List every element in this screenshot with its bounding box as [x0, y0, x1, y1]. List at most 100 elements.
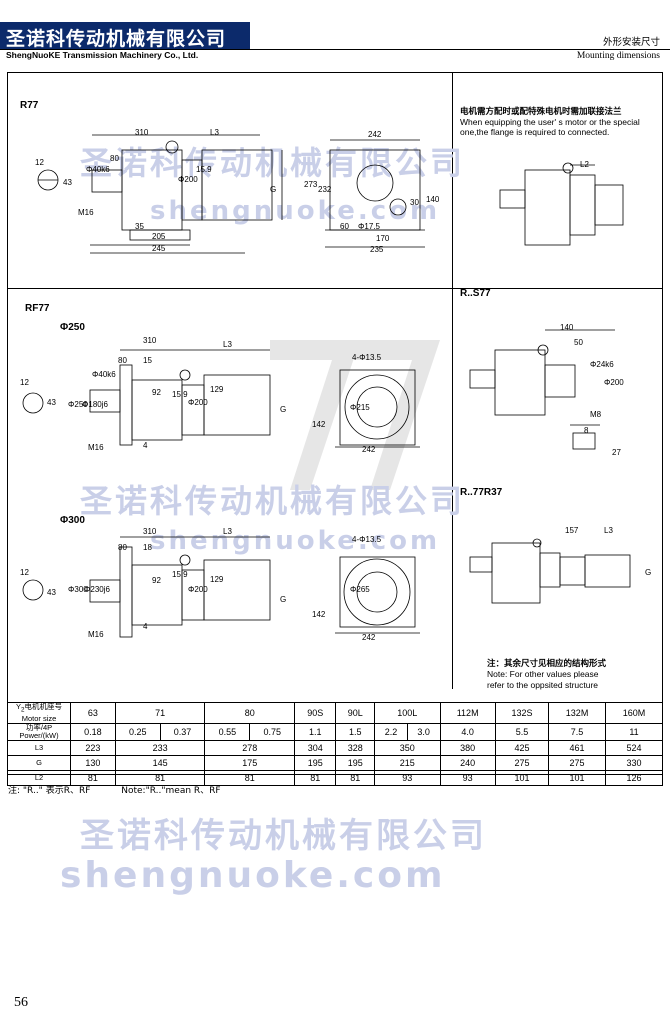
r77-dim-235: 235	[370, 245, 384, 254]
rf77-300-dim-310: 310	[143, 527, 157, 536]
table-cell: 132M	[548, 702, 606, 724]
rf77-300-dim-18: 18	[143, 543, 152, 552]
rf77-250-dim-242: 242	[362, 445, 376, 454]
rf77-250-dim-d250: Φ250	[68, 400, 88, 409]
r77-dim-d17-5: Φ17.5	[358, 222, 380, 231]
table-cell: 130	[70, 754, 116, 771]
r77-dim-m16: M16	[78, 208, 94, 217]
table-cell: 1.1	[294, 722, 337, 741]
watermark-url-1: shengnuoke.com	[150, 196, 441, 226]
table-cell: 275	[548, 754, 606, 771]
table-cell: 0.37	[159, 722, 206, 741]
r77-label: R77	[20, 100, 39, 111]
rf77-300-dim-d230j6: Φ230j6	[84, 585, 110, 594]
table-cell: 3.0	[406, 722, 441, 741]
r77-dim-g: G	[270, 185, 277, 194]
company-name-cn: 圣诺科传动机械有限公司	[6, 28, 227, 50]
footnote: 注: "R.." 表示R、RF Note:"R.."mean R、RF	[8, 783, 221, 796]
table-cell: 80	[204, 702, 296, 724]
section-title-en: Mounting dimensions	[576, 51, 660, 61]
r77r37-label: R..77R37	[460, 487, 503, 498]
rf77-300-dim-l3: L3	[223, 527, 232, 536]
rf77-label: RF77	[25, 303, 50, 314]
rs77-dim-27: 27	[612, 448, 621, 457]
rf77-250-dim-4: 4	[143, 441, 148, 450]
rf77-250-side-drawing	[22, 349, 271, 446]
r77r37-drawing	[469, 538, 631, 604]
rf77-250-dim-15: 15	[143, 356, 152, 365]
table-cell: 0.18	[70, 722, 116, 741]
frame-divider-horizontal-right	[452, 288, 663, 289]
header-band	[0, 22, 250, 50]
rf77-300-dim-92: 92	[152, 576, 161, 585]
watermark-company-3: 圣诺科传动机械有限公司	[80, 816, 487, 856]
footnote-cn: 注: "R.." 表示R、RF	[8, 786, 91, 796]
rf77-250-dim-92: 92	[152, 388, 161, 397]
r77r37-dim-157: 157	[565, 526, 579, 535]
table-cell: 233	[114, 739, 206, 756]
special-dim-l2: L2	[580, 160, 589, 169]
table-cell: 380	[439, 739, 496, 756]
rf77-250-dim-d200: Φ200	[188, 398, 208, 407]
rf77-250-dim-d215: Φ215	[350, 403, 370, 412]
other-values-note-en-1: Note: For other values please	[487, 669, 599, 679]
rf77-300-dim-m16: M16	[88, 630, 104, 639]
table-cell: 524	[605, 739, 663, 756]
table-cell: 5.5	[494, 722, 550, 741]
footnote-en: Note:"R.."mean R、RF	[121, 786, 221, 796]
row-head-l2: L2	[7, 769, 71, 786]
table-cell: 112M	[439, 702, 496, 724]
page-header: 圣诺科传动机械有限公司 ShengNuoKE Transmission Mach…	[0, 0, 670, 62]
table-cell: 304	[294, 739, 337, 756]
r77-dim-80: 80	[110, 154, 119, 163]
rf77-250-dim-m16: M16	[88, 443, 104, 452]
rf77-250-dim-142: 142	[312, 420, 326, 429]
table-row-l3: L3 223 233 278 304 328 350 380 425 461 5…	[7, 739, 663, 756]
table-cell: 175	[204, 754, 296, 771]
header-rule	[0, 49, 670, 50]
rs77-label: R..S77	[460, 288, 491, 299]
table-cell: 81	[335, 769, 376, 786]
table-cell: 126	[605, 769, 663, 786]
rf77-300-side-drawing	[22, 536, 271, 638]
table-cell: 101	[548, 769, 606, 786]
rf77-250-dim-g: G	[280, 405, 287, 414]
r77-end-drawing	[325, 139, 425, 248]
table-cell: 240	[439, 754, 496, 771]
watermark-url-2: shengnuoke.com	[150, 526, 441, 556]
table-cell: 101	[494, 769, 550, 786]
watermark-url-3: shengnuoke.com	[60, 855, 446, 896]
r77-dim-15-9: 15.9	[196, 165, 212, 174]
table-cell: 71	[114, 702, 206, 724]
rf77-250-dim-4-d13-5: 4-Φ13.5	[352, 353, 382, 362]
r77-dim-d40k6: Φ40k6	[86, 165, 110, 174]
r77-dim-l3: L3	[210, 128, 219, 137]
table-cell: 223	[70, 739, 116, 756]
frame-divider-vertical	[452, 72, 453, 689]
rf77-250-dim-l3: L3	[223, 340, 232, 349]
rf77-300-dim-80: 80	[118, 543, 127, 552]
special-motor-note-cn: 电机需方配时或配特殊电机时需加联接法兰	[460, 107, 622, 117]
r77-dim-140: 140	[426, 195, 440, 204]
rs77-drawing	[469, 329, 615, 450]
table-cell: 90L	[335, 702, 376, 724]
table-cell: 278	[204, 739, 296, 756]
rf77-300-dim-d265: Φ265	[350, 585, 370, 594]
section-title-cn: 外形安装尺寸	[602, 37, 660, 48]
rf77-300-dim-4-d13-5: 4-Φ13.5	[352, 535, 382, 544]
table-cell: 93	[439, 769, 496, 786]
frame-divider-horizontal	[7, 288, 453, 289]
table-cell: 195	[294, 754, 337, 771]
r77-dim-d200: Φ200	[178, 175, 198, 184]
row-head-g: G	[7, 754, 71, 771]
rf77-phi300-label: Φ300	[60, 515, 85, 526]
table-cell: 461	[548, 739, 606, 756]
row-head-l3: L3	[7, 739, 71, 756]
rs77-dim-140: 140	[560, 323, 574, 332]
rf77-phi250-label: Φ250	[60, 322, 85, 333]
rf77-300-dim-d200: Φ200	[188, 585, 208, 594]
table-cell: 350	[374, 739, 441, 756]
